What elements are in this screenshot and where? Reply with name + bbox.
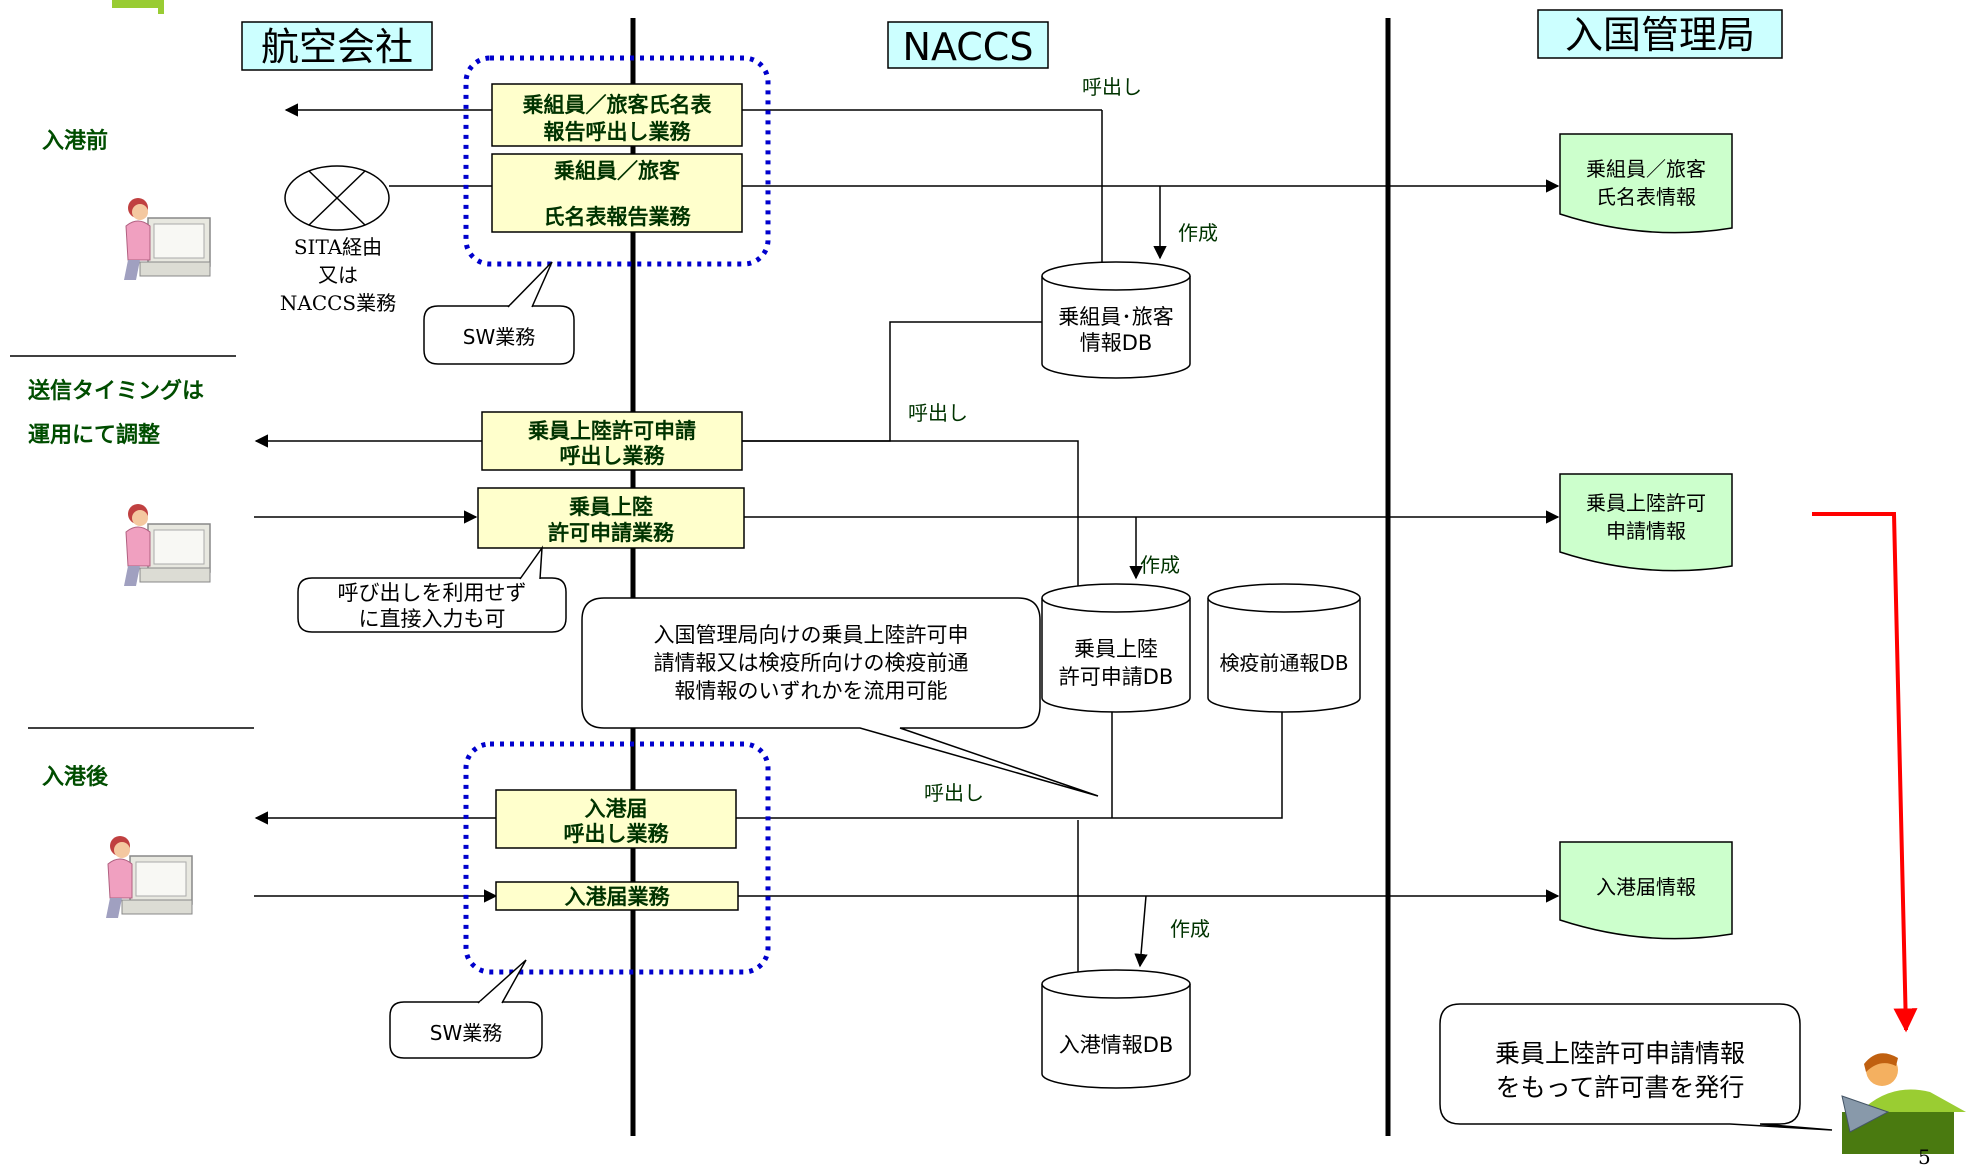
output-list-label-2: 氏名表情報: [1596, 185, 1696, 209]
box-arrival-report: 入港届業務: [495, 881, 739, 911]
output-list-label-1: 乗組員／旅客: [1586, 157, 1706, 181]
box-arrival-report-label: 入港届業務: [565, 885, 671, 909]
issue-flow-arrow: [1812, 512, 1918, 1033]
box-call-arrival-label-1: 入港届: [585, 797, 648, 821]
db-landing-label-1: 乗員上陸: [1074, 637, 1158, 661]
network-label-2: 又は: [318, 263, 358, 287]
callout-sw-pre: SW業務: [423, 261, 575, 365]
output-landing-info: 乗員上陸許可 申請情報: [1559, 473, 1733, 572]
network-label-1: SITA経由: [294, 235, 382, 259]
decoration-bar: [158, 0, 164, 14]
output-landing-label-2: 申請情報: [1606, 519, 1686, 543]
callout-sw-pre-label: SW業務: [463, 325, 535, 349]
box-call-landing: 乗員上陸許可申請 呼出し業務: [481, 411, 743, 471]
header-naccs: NACCS: [887, 21, 1049, 69]
header-immigration-label: 入国管理局: [1565, 13, 1755, 57]
callout-reuse-label-1: 入国管理局向けの乗員上陸許可申: [654, 623, 969, 647]
callout-sw-post-label: SW業務: [430, 1021, 502, 1045]
officer-icon: [1841, 1053, 1966, 1154]
db-landing-permit: 乗員上陸 許可申請DB: [1041, 583, 1191, 713]
callout-issue-permit: 乗員上陸許可申請情報 をもって許可書を発行: [1439, 1003, 1833, 1131]
output-landing-label-1: 乗員上陸許可: [1586, 491, 1706, 515]
operator-icon: [123, 503, 211, 587]
db-crew-label-1: 乗組員･旅客: [1058, 305, 1174, 329]
box-list-report: 乗組員／旅客 氏名表報告業務: [491, 153, 743, 233]
callout-reuse: 入国管理局向けの乗員上陸許可申 請情報又は検疫所向けの検疫前通 報情報のいずれか…: [581, 597, 1099, 797]
db-arrival-label: 入港情報DB: [1059, 1033, 1174, 1057]
callout-reuse-label-2: 請情報又は検疫所向けの検疫前通: [654, 651, 969, 675]
header-immigration: 入国管理局: [1537, 9, 1783, 59]
callout-sw-post: SW業務: [389, 959, 543, 1059]
output-arrival-label: 入港届情報: [1596, 875, 1696, 899]
operator-icon: [105, 835, 193, 919]
header-airline-label: 航空会社: [261, 25, 413, 69]
box-landing-report: 乗員上陸 許可申請業務: [477, 487, 745, 549]
box-landing-report-label-1: 乗員上陸: [569, 495, 653, 519]
box-call-arrival: 入港届 呼出し業務: [495, 789, 737, 849]
box-list-report-label-2: 氏名表報告業務: [544, 205, 692, 229]
box-call-arrival-label-2: 呼出し業務: [564, 822, 670, 846]
header-naccs-label: NACCS: [903, 25, 1034, 69]
box-call-landing-label-1: 乗員上陸許可申請: [528, 419, 696, 443]
db-quarantine: 検疫前通報DB: [1207, 583, 1361, 713]
create-label: 作成: [1178, 221, 1218, 245]
db-crew-passenger: 乗組員･旅客 情報DB: [1041, 261, 1191, 379]
output-arrival-info: 入港届情報: [1559, 841, 1733, 940]
db-crew-label-2: 情報DB: [1080, 331, 1153, 355]
callout-direct-label-2: に直接入力も可: [359, 607, 506, 631]
db-arrival: 入港情報DB: [1041, 969, 1191, 1089]
box-landing-report-label-2: 許可申請業務: [548, 521, 675, 545]
create-label: 作成: [1140, 553, 1180, 577]
call-label: 呼出し: [1082, 75, 1142, 99]
callout-direct-label-1: 呼び出しを利用せず: [338, 581, 527, 605]
phase-after-label: 入港後: [42, 764, 109, 790]
decoration-bar: [112, 0, 158, 8]
flow-lines: [254, 103, 1560, 978]
operator-icon: [123, 197, 211, 281]
box-list-report-label-1: 乗組員／旅客: [554, 159, 681, 183]
call-label: 呼出し: [924, 781, 984, 805]
callout-direct-input: 呼び出しを利用せず に直接入力も可: [297, 545, 567, 633]
db-landing-label-2: 許可申請DB: [1059, 665, 1174, 689]
callout-reuse-label-3: 報情報のいずれかを流用可能: [675, 679, 948, 703]
sw-group-post-arrival: [463, 741, 771, 975]
box-call-list-label-2: 報告呼出し業務: [544, 120, 692, 144]
sw-group-pre-arrival: [463, 55, 771, 267]
output-list-info: 乗組員／旅客 氏名表情報: [1559, 133, 1733, 234]
box-call-list-label-1: 乗組員／旅客氏名表: [523, 93, 713, 117]
callout-issue-label-2: をもって許可書を発行: [1496, 1073, 1745, 1102]
box-call-landing-label-2: 呼出し業務: [560, 444, 666, 468]
phase-before-label: 入港前: [42, 128, 108, 154]
page-number: 5: [1918, 1145, 1931, 1168]
network-label-3: NACCS業務: [280, 291, 396, 315]
phase-timing-label-1: 送信タイミングは: [28, 378, 204, 404]
network-icon: [284, 165, 390, 231]
header-airline: 航空会社: [241, 21, 433, 71]
box-call-list: 乗組員／旅客氏名表 報告呼出し業務: [491, 83, 743, 147]
callout-issue-label-1: 乗員上陸許可申請情報: [1495, 1039, 1745, 1068]
create-label: 作成: [1170, 917, 1210, 941]
db-quarantine-label: 検疫前通報DB: [1219, 651, 1348, 675]
phase-timing-label-2: 運用にて調整: [28, 422, 160, 448]
call-label: 呼出し: [908, 401, 968, 425]
